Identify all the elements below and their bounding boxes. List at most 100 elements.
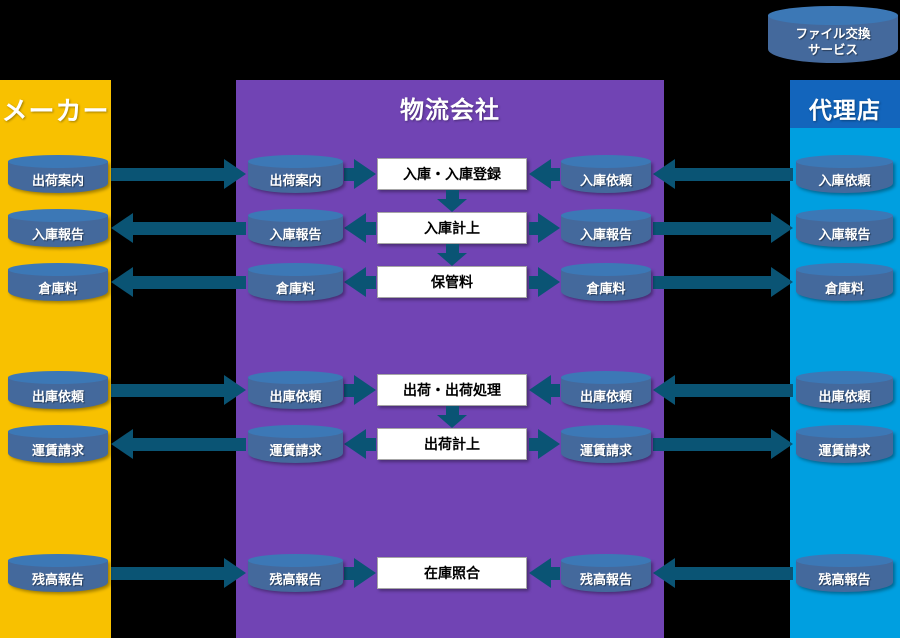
arrow-agency-logistics-5 bbox=[653, 429, 793, 459]
arrow-cylinder-process-1 bbox=[344, 159, 376, 189]
arrow-process-cylinder-1 bbox=[529, 159, 560, 189]
arrow-head bbox=[771, 429, 793, 459]
cylinder-label: 倉庫料 bbox=[824, 281, 864, 296]
cylinder-label: 運賃請求 bbox=[818, 443, 871, 458]
cylinder-top-ellipse bbox=[8, 263, 108, 276]
arrow-head bbox=[437, 253, 467, 266]
arrow-agency-logistics-6 bbox=[653, 558, 793, 588]
logistics-left-cylinder-4: 出庫依頼 bbox=[248, 371, 343, 409]
arrow-agency-logistics-1 bbox=[653, 159, 793, 189]
process-box-1: 入庫・入庫登録 bbox=[377, 158, 527, 190]
cylinder-label: 倉庫料 bbox=[275, 281, 315, 296]
file-exchange-service-cylinder: ファイル交換 サービス bbox=[768, 6, 898, 63]
logistics-right-cylinder-1: 入庫依頼 bbox=[561, 155, 651, 193]
cylinder-top-ellipse bbox=[248, 554, 343, 567]
cylinder-top-ellipse bbox=[796, 371, 893, 384]
cylinder-label: 出庫依頼 bbox=[818, 389, 871, 404]
cylinder-top-ellipse bbox=[8, 209, 108, 222]
cylinder-top-ellipse bbox=[768, 6, 898, 25]
arrow-agency-logistics-3 bbox=[653, 267, 793, 297]
cylinder-top-ellipse bbox=[561, 554, 651, 567]
arrow-head bbox=[224, 558, 246, 588]
cylinder-label: 出荷案内 bbox=[31, 173, 84, 188]
cylinder-label: 出庫依頼 bbox=[31, 389, 84, 404]
cylinder-label: 倉庫料 bbox=[38, 281, 78, 296]
arrow-head bbox=[111, 213, 133, 243]
arrow-head bbox=[538, 267, 560, 297]
arrow-head bbox=[771, 267, 793, 297]
cylinder-label: 入庫報告 bbox=[579, 227, 632, 242]
logistics-column-title: 物流会社 bbox=[400, 97, 500, 124]
cylinder-top-ellipse bbox=[561, 209, 651, 222]
arrow-agency-logistics-2 bbox=[653, 213, 793, 243]
cylinder-label: 残高報告 bbox=[31, 572, 84, 587]
process-label: 入庫・入庫登録 bbox=[403, 166, 501, 182]
arrow-maker-logistics-4 bbox=[111, 375, 246, 405]
arrow-head bbox=[529, 159, 551, 189]
arrow-maker-logistics-1 bbox=[111, 159, 246, 189]
process-box-4: 出荷・出荷処理 bbox=[377, 374, 527, 406]
arrow-head bbox=[771, 213, 793, 243]
arrow-process-cylinder-2 bbox=[529, 213, 560, 243]
process-label: 保管料 bbox=[431, 274, 473, 290]
arrow-cylinder-process-3 bbox=[344, 267, 376, 297]
agency-cylinder-4: 出庫依頼 bbox=[796, 371, 893, 409]
cylinder-top-ellipse bbox=[561, 371, 651, 384]
down-arrow-process1-process2 bbox=[437, 190, 467, 212]
arrow-head bbox=[653, 558, 675, 588]
agency-cylinder-5: 運賃請求 bbox=[796, 425, 893, 463]
cylinder-label: 入庫依頼 bbox=[579, 173, 632, 188]
maker-cylinder-5: 運賃請求 bbox=[8, 425, 108, 463]
arrow-head bbox=[437, 415, 467, 428]
arrow-head bbox=[344, 429, 366, 459]
arrow-head bbox=[437, 199, 467, 212]
logistics-right-cylinder-4: 出庫依頼 bbox=[561, 371, 651, 409]
cylinder-label: 入庫依頼 bbox=[818, 173, 871, 188]
cylinder-top-ellipse bbox=[796, 263, 893, 276]
cylinder-label: 運賃請求 bbox=[31, 443, 84, 458]
cylinder-top-ellipse bbox=[8, 425, 108, 438]
logistics-left-cylinder-3: 倉庫料 bbox=[248, 263, 343, 301]
arrow-agency-logistics-4 bbox=[653, 375, 793, 405]
arrow-cylinder-process-4 bbox=[344, 375, 376, 405]
arrow-cylinder-process-5 bbox=[344, 429, 376, 459]
cylinder-top-ellipse bbox=[248, 371, 343, 384]
process-box-3: 保管料 bbox=[377, 266, 527, 298]
maker-cylinder-1: 出荷案内 bbox=[8, 155, 108, 193]
cylinder-top-ellipse bbox=[796, 209, 893, 222]
cylinder-label: 入庫報告 bbox=[269, 227, 322, 242]
cylinder-label: 残高報告 bbox=[818, 572, 871, 587]
logistics-right-cylinder-2: 入庫報告 bbox=[561, 209, 651, 247]
cylinder-top-ellipse bbox=[248, 155, 343, 168]
logistics-right-cylinder-5: 運賃請求 bbox=[561, 425, 651, 463]
arrow-cylinder-process-2 bbox=[344, 213, 376, 243]
arrow-head bbox=[538, 213, 560, 243]
process-label: 出荷計上 bbox=[424, 436, 480, 452]
maker-cylinder-4: 出庫依頼 bbox=[8, 371, 108, 409]
agency-cylinder-2: 入庫報告 bbox=[796, 209, 893, 247]
cylinder-top-ellipse bbox=[248, 263, 343, 276]
service-label-line2: サービス bbox=[807, 42, 858, 57]
arrow-maker-logistics-3 bbox=[111, 267, 246, 297]
process-label: 入庫計上 bbox=[424, 220, 480, 236]
cylinder-top-ellipse bbox=[8, 371, 108, 384]
arrow-head bbox=[529, 375, 551, 405]
arrow-head bbox=[344, 267, 366, 297]
arrow-head bbox=[653, 375, 675, 405]
arrow-maker-logistics-6 bbox=[111, 558, 246, 588]
arrow-maker-logistics-2 bbox=[111, 213, 246, 243]
down-arrow-process4-process5 bbox=[437, 406, 467, 428]
arrow-head bbox=[529, 558, 551, 588]
cylinder-label: 出庫依頼 bbox=[579, 389, 632, 404]
cylinder-label: 入庫報告 bbox=[31, 227, 84, 242]
agency-column-title: 代理店 bbox=[809, 97, 881, 123]
arrow-process-cylinder-5 bbox=[529, 429, 560, 459]
maker-column-title: メーカー bbox=[1, 96, 110, 126]
process-box-5: 出荷計上 bbox=[377, 428, 527, 460]
cylinder-top-ellipse bbox=[248, 425, 343, 438]
cylinder-top-ellipse bbox=[796, 554, 893, 567]
cylinder-label: 残高報告 bbox=[579, 572, 632, 587]
cylinder-top-ellipse bbox=[248, 209, 343, 222]
cylinder-label: 運賃請求 bbox=[269, 443, 322, 458]
arrow-head bbox=[653, 159, 675, 189]
